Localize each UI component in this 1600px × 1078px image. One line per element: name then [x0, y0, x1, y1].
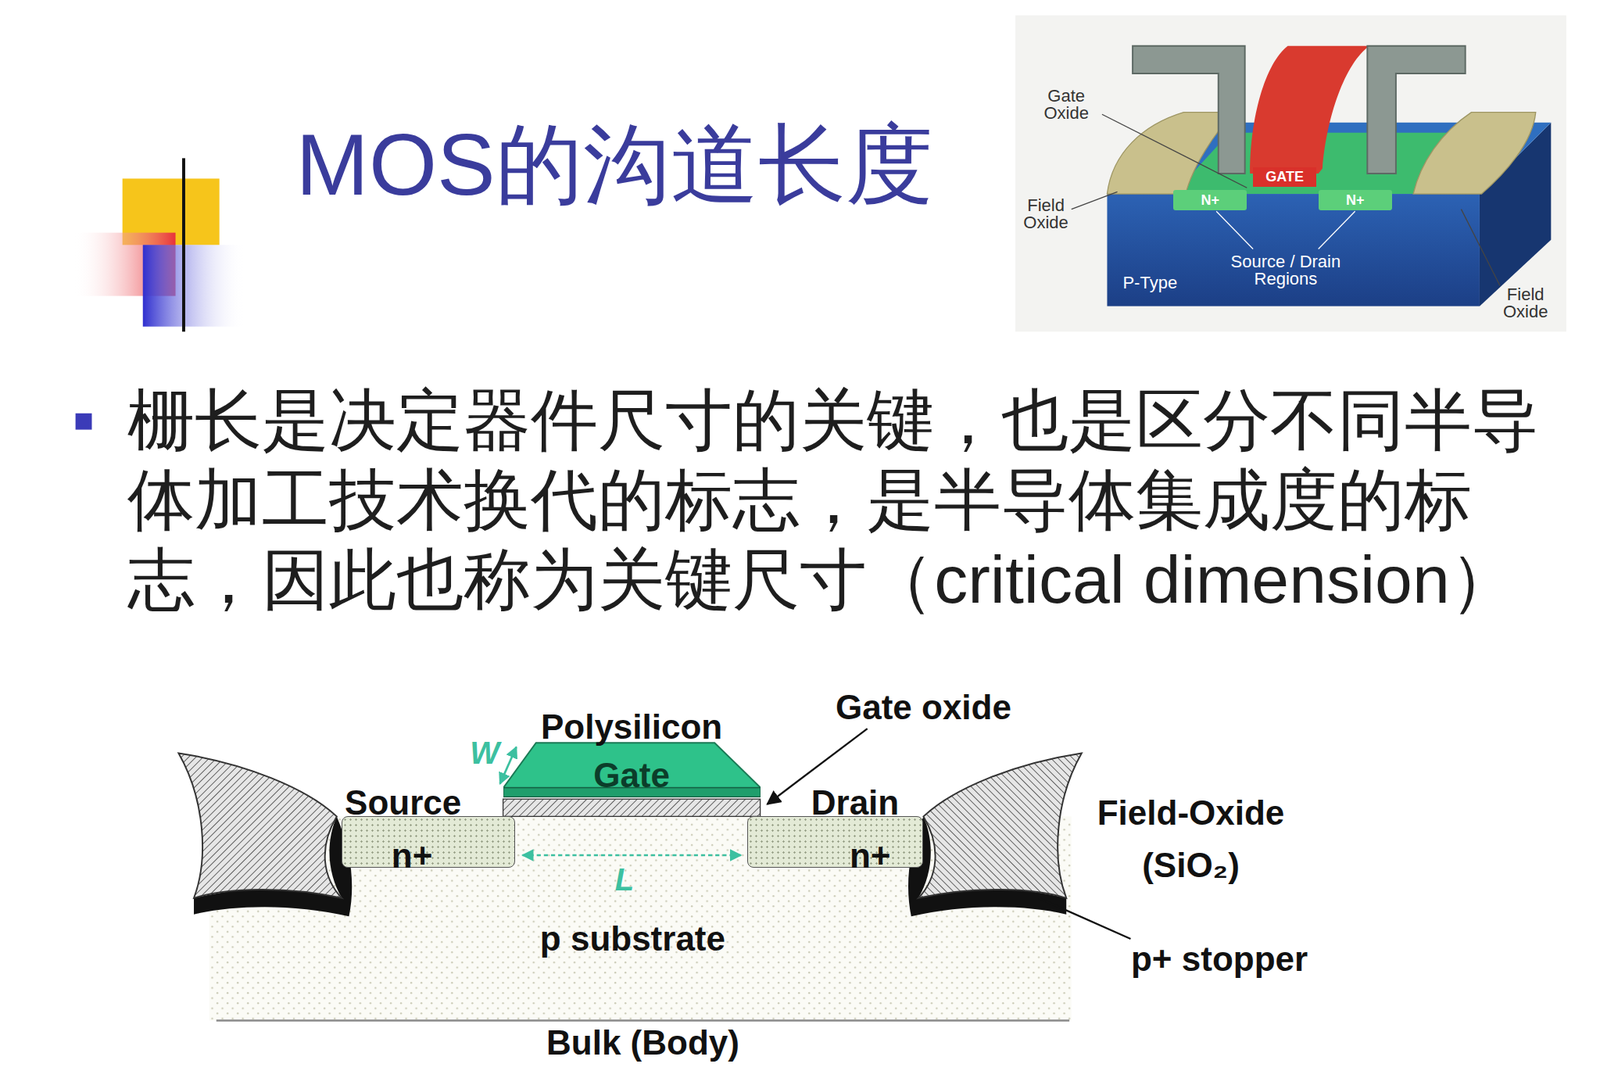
bullet-square	[75, 413, 93, 430]
node-text: Gate	[593, 757, 670, 794]
node-text: n+	[391, 837, 434, 874]
mos-3d-inset	[1015, 15, 1567, 333]
bullet-text: 栅长是决定器件尺寸的关键，也是区分不同半导体加工技术换代的标志，是半导体集成度的…	[127, 379, 1582, 620]
mos-3d-inset	[1102, 114, 1247, 188]
field-oxide	[908, 752, 1082, 917]
node-text: N+	[1345, 192, 1365, 208]
mos-3d-inset	[1216, 211, 1253, 249]
mos-3d-inset	[1015, 15, 1567, 333]
length-arrow	[522, 854, 741, 857]
node-text: Polysilicon	[540, 708, 723, 745]
node-text: n+	[849, 837, 892, 874]
leader-line	[1038, 898, 1131, 939]
dimension-label: L	[615, 862, 634, 896]
node-text: GATE	[1265, 169, 1304, 185]
region-label: Source / Drain Regions	[1224, 253, 1348, 288]
title-decoration	[143, 244, 246, 326]
terminal-label: Bulk (Body)	[546, 1024, 740, 1061]
mos-cross-section	[216, 1019, 1070, 1022]
mos-3d-inset	[1106, 112, 1235, 194]
region-label: p substrate	[540, 920, 726, 957]
mos-3d-inset	[1367, 46, 1465, 174]
mos-3d-inset	[1132, 46, 1246, 174]
region-label: P-Type	[1122, 273, 1178, 292]
title-decoration	[127, 291, 1010, 295]
part-label: (SiO₂)	[1141, 847, 1240, 884]
slide-title: MOS的沟道长度	[296, 119, 934, 212]
mos-3d-inset	[1460, 209, 1500, 287]
mos-3d-inset	[1106, 193, 1480, 307]
drain-region: N+	[1318, 189, 1393, 211]
field-oxide	[178, 752, 1081, 917]
part-label: Gate Oxide	[1030, 87, 1103, 122]
part-label: p+ stopper	[1131, 941, 1308, 978]
part-label: Field Oxide	[1495, 286, 1557, 321]
polysilicon-gate: PolysiliconGate	[503, 701, 761, 799]
source-region: n+	[341, 816, 516, 867]
gate-block: GATE	[1252, 167, 1317, 187]
mos-3d-inset	[1249, 46, 1370, 174]
node-text: N+	[1201, 192, 1221, 208]
part-label: Gate oxide	[835, 689, 1012, 726]
bullet-square	[75, 413, 93, 430]
mos-cross-section	[178, 728, 1131, 1021]
dimension-label: W	[469, 736, 500, 770]
mos-3d-inset	[1318, 211, 1356, 249]
gate-oxide-layer	[503, 798, 761, 817]
field-oxide	[918, 752, 1082, 898]
part-label: Field-Oxide	[1097, 794, 1286, 831]
mos-3d-inset	[1413, 112, 1536, 194]
mos-3d-inset	[1071, 191, 1118, 209]
part-label: Field Oxide	[1015, 196, 1077, 232]
field-oxide	[178, 752, 342, 898]
drain-region: n+	[747, 816, 924, 867]
source-region: N+	[1173, 189, 1247, 211]
title-decoration	[182, 157, 186, 332]
